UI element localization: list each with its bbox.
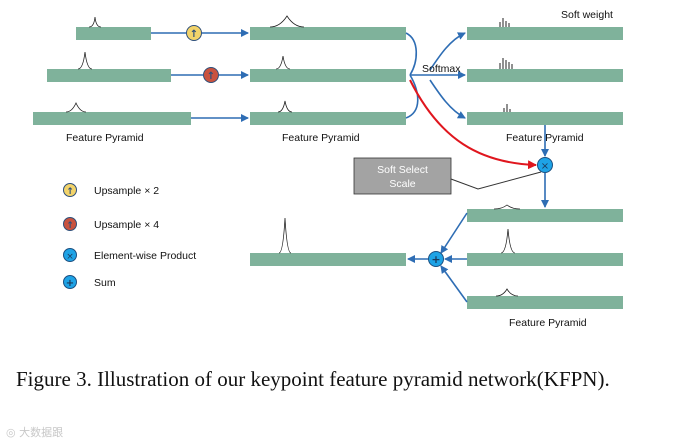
output-bar bbox=[250, 253, 406, 266]
left-pyramid-label: Feature Pyramid bbox=[66, 132, 144, 144]
soft-weight-spikes-1 bbox=[499, 18, 510, 27]
soft-weight-spikes-3 bbox=[503, 104, 511, 112]
legend-label-product: Element-wise Product bbox=[94, 250, 196, 262]
right-bottom-bar-1 bbox=[467, 209, 623, 222]
softmax-to-right-bar1 bbox=[429, 32, 466, 71]
right-bottom-bar-3 bbox=[467, 296, 623, 309]
right-top-bar-2 bbox=[467, 69, 623, 82]
upsample-x4-node-symbol: ↑ bbox=[207, 71, 215, 82]
left-bar-2 bbox=[47, 69, 171, 82]
right-bottom-bar-3-curve bbox=[495, 288, 519, 297]
legend-symbol-1: ↑ bbox=[66, 221, 74, 231]
soft-weight-label: Soft weight bbox=[561, 9, 613, 21]
sum-icon bbox=[63, 275, 77, 289]
legend-symbol-2: × bbox=[66, 252, 74, 262]
upsample-x4-node bbox=[203, 67, 219, 83]
softmax-to-right-bar3 bbox=[429, 79, 466, 119]
legend-symbol-0: ↑ bbox=[66, 187, 74, 197]
upsample-x2-node-symbol: ↑ bbox=[190, 29, 198, 40]
sum-node-symbol: + bbox=[431, 253, 440, 266]
left-bar-1-curve bbox=[88, 16, 102, 28]
softmax-curve-from-bar3 bbox=[405, 74, 419, 119]
soft-select-label-line2: Scale bbox=[389, 178, 415, 190]
right-top-bar-1 bbox=[467, 27, 623, 40]
legend-label-sum: Sum bbox=[94, 277, 116, 289]
right-top-bar-3 bbox=[467, 112, 623, 125]
softmax-label: Softmax bbox=[422, 63, 461, 75]
soft-select-label-line1: Soft Select bbox=[377, 164, 428, 176]
output-bar-curve bbox=[278, 217, 292, 254]
upsample-x4-icon bbox=[63, 217, 77, 231]
left-bar-2-curve bbox=[77, 51, 93, 70]
product-node bbox=[537, 157, 553, 173]
arrow-right-bottom3-to-sum bbox=[440, 265, 468, 303]
right-bottom-bar-2-curve bbox=[500, 228, 516, 254]
red-arrow-to-product bbox=[409, 79, 537, 170]
right-bottom-pyramid-label: Feature Pyramid bbox=[509, 317, 587, 329]
mid-bar-2-curve bbox=[275, 55, 291, 70]
arrow-right-bottom1-to-sum bbox=[440, 212, 468, 254]
legend-label-upsample-x2: Upsample × 2 bbox=[94, 185, 159, 197]
mid-bar-3-curve bbox=[277, 100, 293, 113]
mid-pyramid-label: Feature Pyramid bbox=[282, 132, 360, 144]
left-bar-3-curve bbox=[65, 102, 87, 113]
soft-select-pointer bbox=[450, 171, 542, 190]
watermark: ◎ 大数据跟 bbox=[6, 426, 64, 439]
sum-node bbox=[428, 251, 444, 267]
product-icon bbox=[63, 248, 77, 262]
mid-bar-2 bbox=[250, 69, 406, 82]
left-bar-1 bbox=[76, 27, 151, 40]
soft-select-box bbox=[353, 157, 452, 195]
soft-weight-spikes-2 bbox=[499, 58, 513, 69]
figure-caption: Figure 3. Illustration of our keypoint f… bbox=[16, 367, 610, 391]
upsample-x2-icon bbox=[63, 183, 77, 197]
legend-label-upsample-x4: Upsample × 4 bbox=[94, 219, 159, 231]
right-bottom-bar-1-curve bbox=[493, 204, 521, 210]
mid-bar-3 bbox=[250, 112, 406, 125]
softmax-curve-from-bar1 bbox=[405, 32, 418, 76]
legend: ↑ Upsample × 2 ↑ Upsample × 4 × Element-… bbox=[63, 183, 196, 289]
mid-bar-1 bbox=[250, 27, 406, 40]
left-bar-3 bbox=[33, 112, 191, 125]
kfpn-diagram: Feature Pyramid Feature Pyramid Soft wei… bbox=[33, 9, 623, 329]
mid-bar-1-curve bbox=[269, 15, 305, 28]
product-node-symbol: × bbox=[541, 161, 549, 172]
right-bottom-bar-2 bbox=[467, 253, 623, 266]
upsample-x2-node bbox=[186, 25, 202, 41]
legend-symbol-3: + bbox=[66, 278, 74, 289]
